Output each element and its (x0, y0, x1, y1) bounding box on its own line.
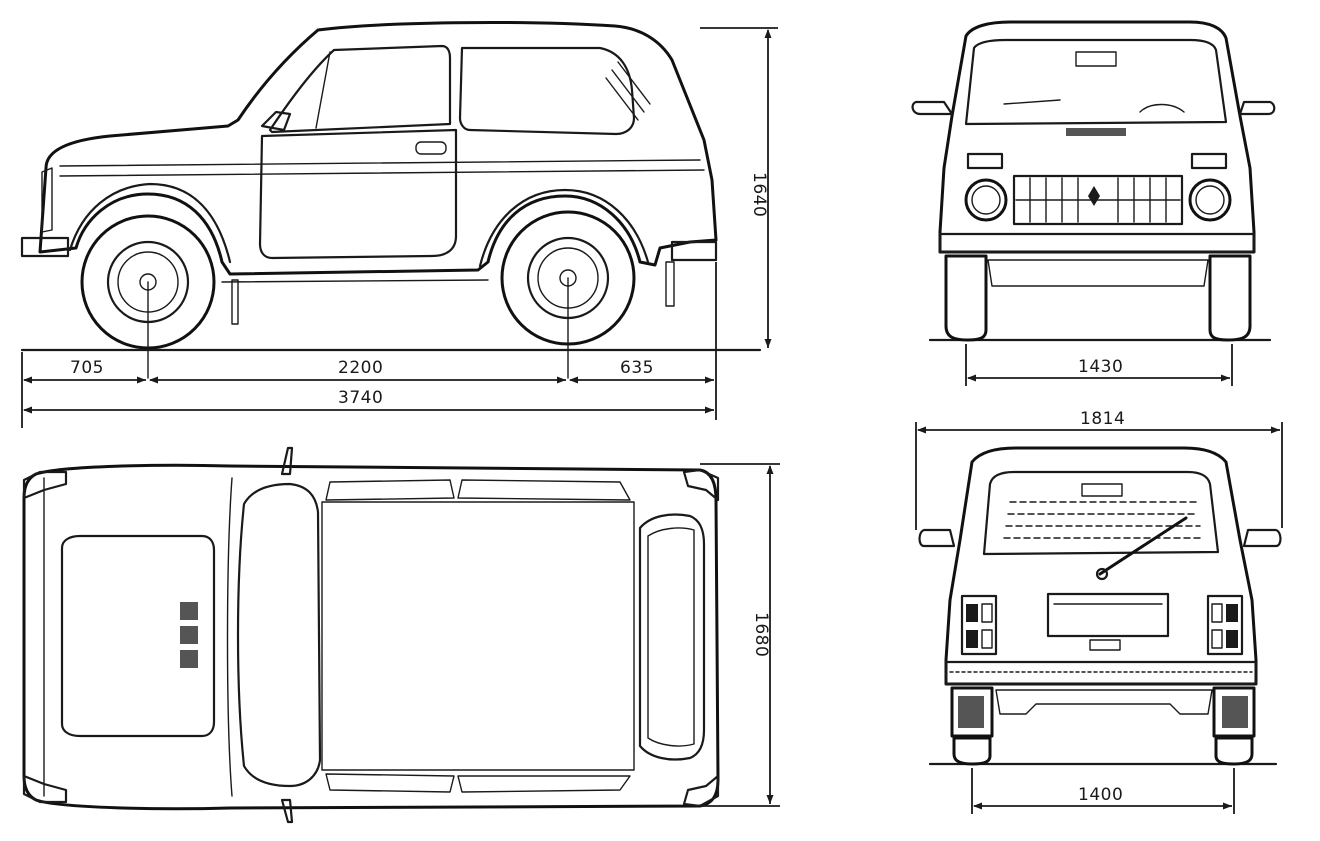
top-dimensions: 1680 (700, 463, 780, 807)
top-mirror-right (280, 798, 294, 824)
side-body-outline (38, 21, 718, 276)
top-window-left (457, 479, 631, 501)
rear-handle (1089, 639, 1121, 651)
top-window-right (457, 775, 631, 793)
dim-width: 1680 (751, 612, 771, 657)
dim-mirror-width: 1814 (1080, 409, 1125, 429)
front-wheel-arch (68, 182, 232, 264)
front-bumper (938, 232, 1256, 254)
side-door-outline (258, 128, 458, 260)
side-vent-line (611, 69, 645, 113)
front-wheel-side (80, 214, 216, 379)
dim-rear-track: 1400 (1078, 785, 1123, 805)
top-bumper-corner (22, 470, 68, 500)
dim-wheelbase: 2200 (338, 358, 383, 378)
front-bumper-side (20, 236, 70, 258)
front-wheel-right (1208, 254, 1252, 342)
dim-overall-length: 3740 (338, 388, 383, 408)
rear-view-mirror (1075, 51, 1117, 67)
front-windshield (964, 38, 1228, 126)
top-a-pillar (226, 477, 233, 797)
headlight-left (964, 178, 1008, 222)
side-vent-line (617, 61, 651, 105)
rear-wheel-right (1212, 686, 1256, 766)
dim-height: 1640 (749, 172, 769, 217)
top-view (22, 446, 720, 824)
top-hood (60, 534, 216, 738)
side-belt-line-lower (59, 169, 705, 177)
tail-light-left (960, 594, 998, 656)
rear-license-plate (1046, 592, 1170, 638)
top-hood-vents (180, 602, 198, 668)
dim-front-track: 1430 (1078, 357, 1123, 377)
top-rear-window-inner (647, 527, 695, 747)
side-rear-window (458, 46, 636, 136)
rear-brake-light (1081, 483, 1123, 497)
rear-mirror-right (1242, 528, 1282, 548)
hood-badge (1066, 128, 1126, 136)
front-underbody (987, 259, 1209, 287)
rear-bumper-side (670, 240, 718, 262)
rear-bumper (944, 660, 1258, 686)
door-handle (415, 141, 447, 155)
top-window-left (325, 479, 455, 501)
indicator-left (966, 152, 1004, 170)
top-bumper-corner (682, 774, 720, 808)
indicator-right (1190, 152, 1228, 170)
side-dimensions: 705 2200 635 3740 1640 (21, 27, 778, 428)
front-grille (1012, 174, 1184, 226)
front-dimensions: 1430 (965, 344, 1233, 386)
top-bumper-corner (682, 468, 720, 502)
steering-wheel (1139, 103, 1185, 113)
headlight-right (1188, 178, 1232, 222)
rear-defroster (1003, 501, 1203, 539)
dim-rear-overhang: 635 (620, 358, 654, 378)
side-belt-line (59, 159, 701, 167)
side-mirror (260, 110, 292, 132)
wiper (1003, 99, 1061, 105)
side-vent-line (605, 77, 639, 121)
rear-window (982, 470, 1220, 556)
front-mirror-right (1238, 100, 1276, 116)
front-mirror-left (911, 100, 954, 116)
top-windshield (236, 482, 322, 788)
top-mirror-left (280, 446, 294, 476)
top-window-right (325, 773, 455, 793)
side-front-window (268, 44, 452, 134)
rear-wheel-arch (478, 188, 650, 268)
rear-wheel-left (950, 686, 994, 766)
top-rear-window (638, 513, 706, 761)
side-sill (221, 279, 489, 283)
rear-dimensions: 1400 (971, 768, 1235, 814)
top-body-outline (22, 463, 720, 811)
front-light-side (41, 167, 53, 233)
dim-front-overhang: 705 (70, 358, 104, 378)
rear-wiper (1098, 516, 1188, 576)
front-body-outline (938, 20, 1256, 254)
rear-view: 1814 (915, 409, 1283, 766)
rear-mirror-left (918, 528, 956, 548)
mud-flap (231, 279, 239, 325)
top-roof (321, 501, 635, 771)
mud-flap (665, 261, 675, 307)
side-view (20, 21, 762, 379)
side-vent-divider (315, 51, 331, 129)
rear-underbody (995, 689, 1213, 715)
top-bumper-corner (22, 774, 68, 804)
front-wheel-left (944, 254, 988, 342)
rear-wheel-side (500, 210, 636, 379)
tail-light-right (1206, 594, 1244, 656)
front-view (911, 20, 1276, 342)
